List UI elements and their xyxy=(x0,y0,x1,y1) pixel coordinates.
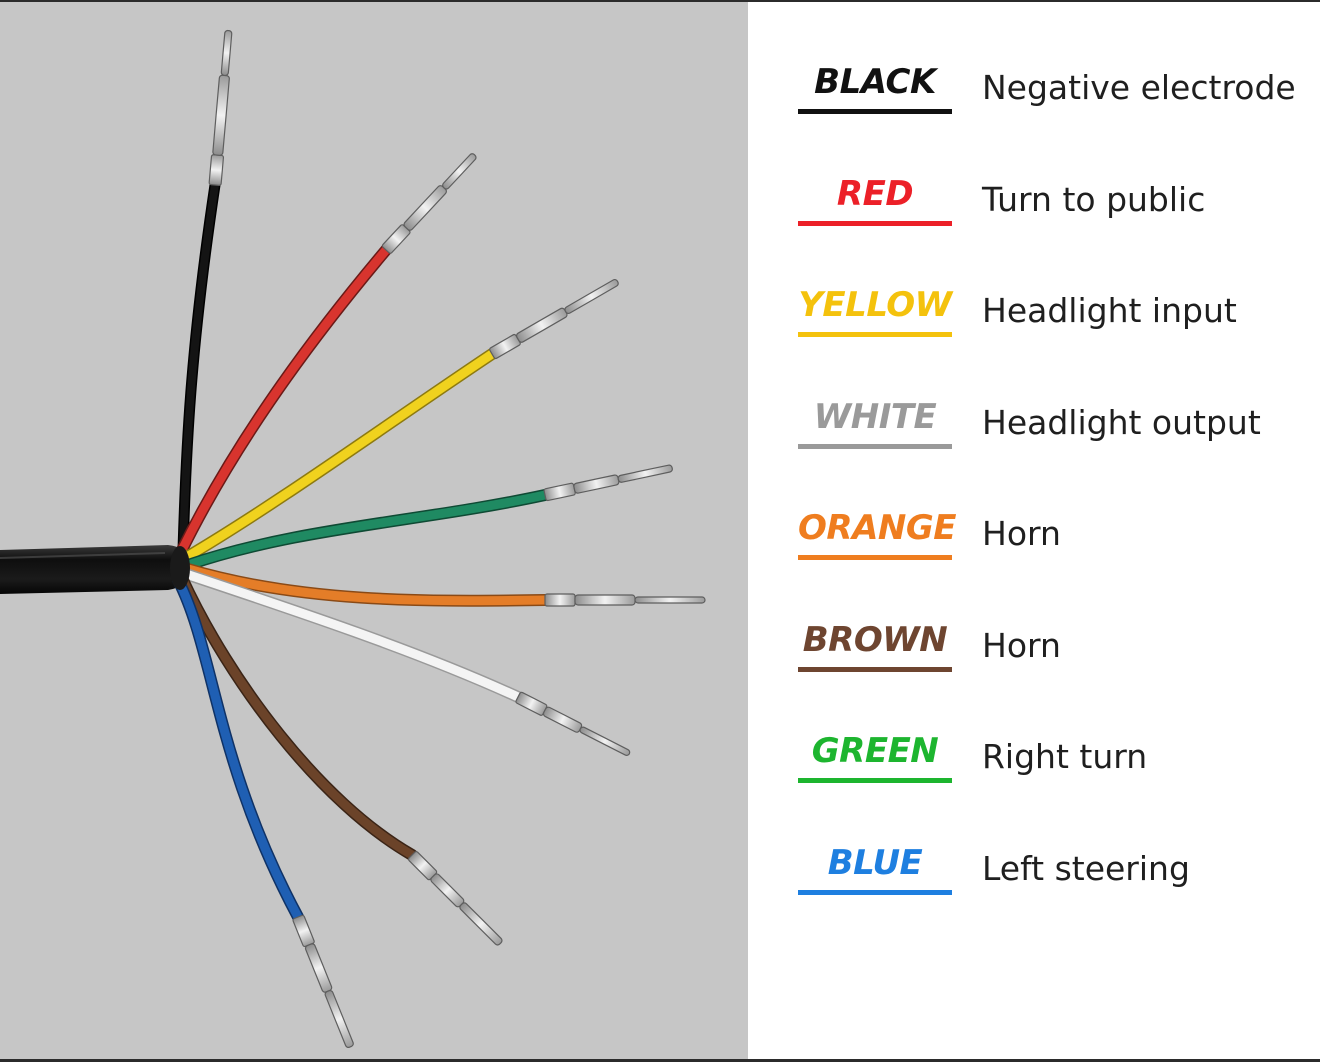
legend-row-orange: ORANGE Horn xyxy=(748,506,1320,586)
green-wire xyxy=(183,490,550,570)
color-name-green: GREEN xyxy=(811,731,939,771)
blue-wire xyxy=(173,575,303,922)
color-underline-orange xyxy=(798,555,952,560)
function-label-black: Negative electrode xyxy=(982,68,1296,107)
color-underline-green xyxy=(798,778,952,783)
white-wire-terminal xyxy=(515,691,631,756)
color-underline-yellow xyxy=(798,332,952,337)
orange-wire-terminal xyxy=(544,593,706,607)
function-label-red: Turn to public xyxy=(982,180,1206,219)
function-label-yellow: Headlight input xyxy=(982,291,1237,330)
cable-highlight xyxy=(0,552,166,559)
legend-row-white: WHITE Headlight output xyxy=(748,395,1320,475)
red-wire-terminal xyxy=(381,153,477,254)
blue-wire-terminal xyxy=(292,914,354,1048)
legend-row-black: BLACK Negative electrode xyxy=(748,60,1320,140)
color-name-black: BLACK xyxy=(814,62,936,102)
yellow-wire-terminal xyxy=(489,278,619,360)
color-underline-black xyxy=(798,109,952,114)
color-name-orange: ORANGE xyxy=(798,508,957,548)
white-wire xyxy=(181,569,523,702)
function-label-brown: Horn xyxy=(982,626,1061,665)
color-name-brown: BROWN xyxy=(802,620,948,660)
legend-row-green: GREEN Right turn xyxy=(748,729,1320,809)
color-underline-red xyxy=(798,221,952,226)
cable-end xyxy=(170,546,190,590)
brown-wire-terminal xyxy=(407,850,503,946)
red-wire xyxy=(175,245,391,559)
black-wire-terminal xyxy=(208,29,233,186)
wire-harness-illustration xyxy=(0,29,706,1048)
color-underline-white xyxy=(798,444,952,449)
function-label-blue: Left steering xyxy=(982,849,1190,888)
color-underline-blue xyxy=(798,890,952,895)
orange-wire xyxy=(183,564,550,606)
function-label-green: Right turn xyxy=(982,737,1148,776)
legend-row-red: RED Turn to public xyxy=(748,172,1320,252)
color-name-yellow: YELLOW xyxy=(798,285,952,325)
legend-row-blue: BLUE Left steering xyxy=(748,841,1320,921)
color-name-red: RED xyxy=(836,174,914,214)
function-label-orange: Horn xyxy=(982,514,1061,553)
color-name-white: WHITE xyxy=(813,397,937,437)
color-underline-brown xyxy=(798,667,952,672)
color-legend: BLACK Negative electrode RED Turn to pub… xyxy=(748,2,1320,1059)
green-wire-terminal xyxy=(543,464,673,502)
color-name-blue: BLUE xyxy=(827,843,923,883)
legend-row-yellow: YELLOW Headlight input xyxy=(748,283,1320,363)
function-label-white: Headlight output xyxy=(982,403,1261,442)
yellow-wire xyxy=(180,349,497,563)
legend-row-brown: BROWN Horn xyxy=(748,618,1320,698)
brown-wire xyxy=(177,573,417,860)
wire-harness-photo xyxy=(0,2,748,1059)
